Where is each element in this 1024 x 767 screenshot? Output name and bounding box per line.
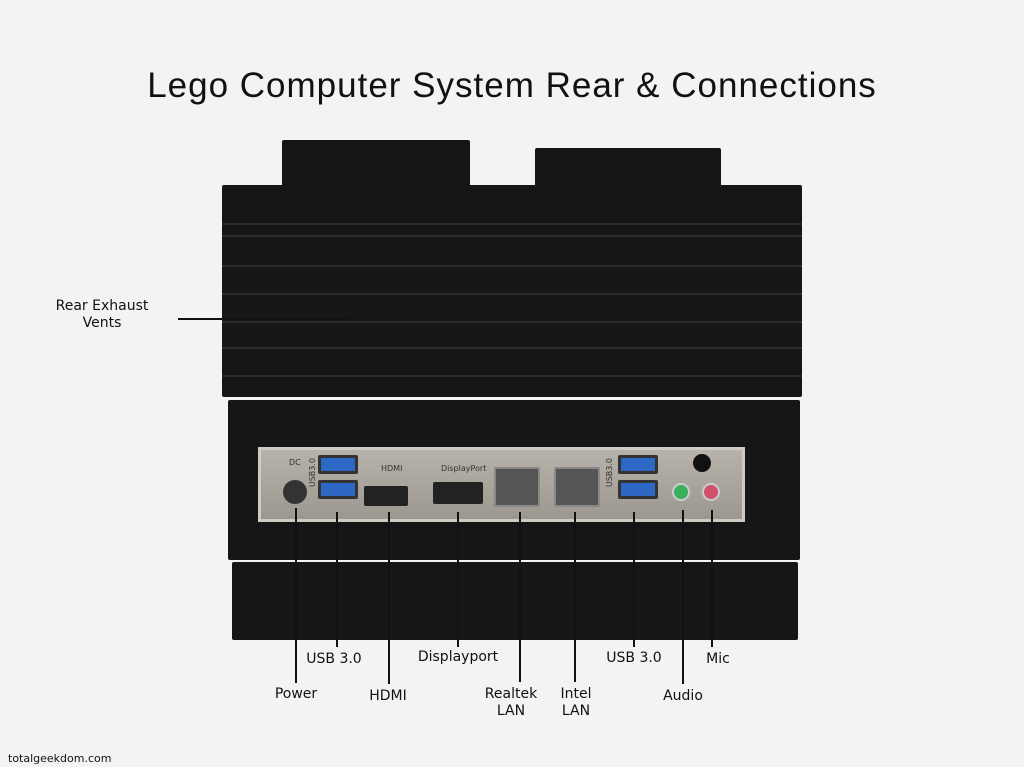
usb-port <box>618 480 658 499</box>
audio-leader-line <box>682 510 684 684</box>
top-handle-right <box>535 148 721 190</box>
exhaust-vents <box>222 185 802 397</box>
hdmi-label: HDMI <box>369 688 407 704</box>
usb-right-leader-line <box>633 512 635 647</box>
mic-label: Mic <box>706 651 730 667</box>
io-panel: DC USB3.0 HDMI DisplayPort USB3.0 <box>258 447 745 522</box>
hdmi-leader-line <box>388 512 390 684</box>
usb-left-leader-line <box>336 512 338 647</box>
usb-port <box>318 455 358 474</box>
intel-lan-port <box>554 467 600 507</box>
panel-hdmi-text: HDMI <box>381 464 403 473</box>
power-label: Power <box>274 686 318 702</box>
displayport-label: Displayport <box>417 649 499 665</box>
panel-usb-text-2: USB3.0 <box>605 458 614 488</box>
watermark: totalgeekdom.com <box>8 752 112 765</box>
usb-port <box>618 455 658 474</box>
displayport-port <box>433 482 483 504</box>
panel-usb-text: USB3.0 <box>308 458 317 488</box>
base <box>232 562 798 640</box>
intel-lan-leader-line <box>574 512 576 682</box>
antenna-hole <box>693 454 711 472</box>
displayport-leader-line <box>457 512 459 647</box>
mic-leader-line <box>711 510 713 647</box>
hdmi-port <box>364 486 408 506</box>
mic-jack <box>702 483 720 501</box>
audio-label: Audio <box>663 688 703 704</box>
realtek-lan-leader-line <box>519 512 521 682</box>
dc-power-port <box>283 480 307 504</box>
vents-leader-line <box>178 318 350 320</box>
usb-port <box>318 480 358 499</box>
audio-jack <box>672 483 690 501</box>
top-handle-left <box>282 140 470 186</box>
page-title: Lego Computer System Rear & Connections <box>147 66 877 105</box>
panel-dc-text: DC <box>289 458 301 467</box>
power-leader-line <box>295 508 297 683</box>
realtek-lan-port <box>494 467 540 507</box>
panel-dp-text: DisplayPort <box>441 464 487 473</box>
usb-right-label: USB 3.0 <box>606 650 662 666</box>
usb-left-label: USB 3.0 <box>306 651 362 667</box>
